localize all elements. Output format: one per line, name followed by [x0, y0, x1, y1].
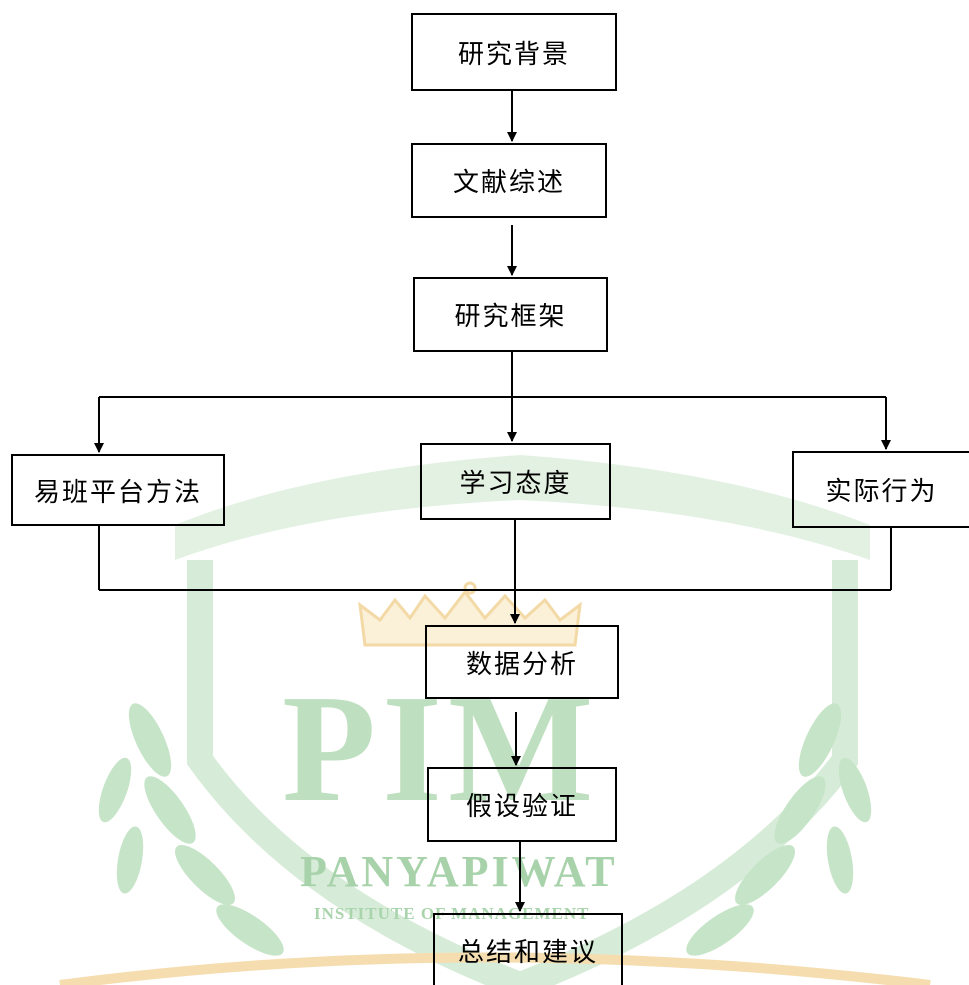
node-research-framework: 研究框架: [413, 277, 608, 352]
node-literature-review: 文献综述: [411, 143, 607, 218]
node-learning-attitude: 学习态度: [420, 443, 611, 520]
node-data-analysis: 数据分析: [425, 625, 619, 699]
node-hypothesis-verification: 假设验证: [427, 767, 617, 842]
node-research-background: 研究背景: [411, 13, 617, 91]
node-yiban-platform-method: 易班平台方法: [11, 454, 225, 526]
node-actual-behavior: 实际行为: [792, 451, 969, 528]
node-summary-and-suggestions: 总结和建议: [433, 913, 623, 985]
